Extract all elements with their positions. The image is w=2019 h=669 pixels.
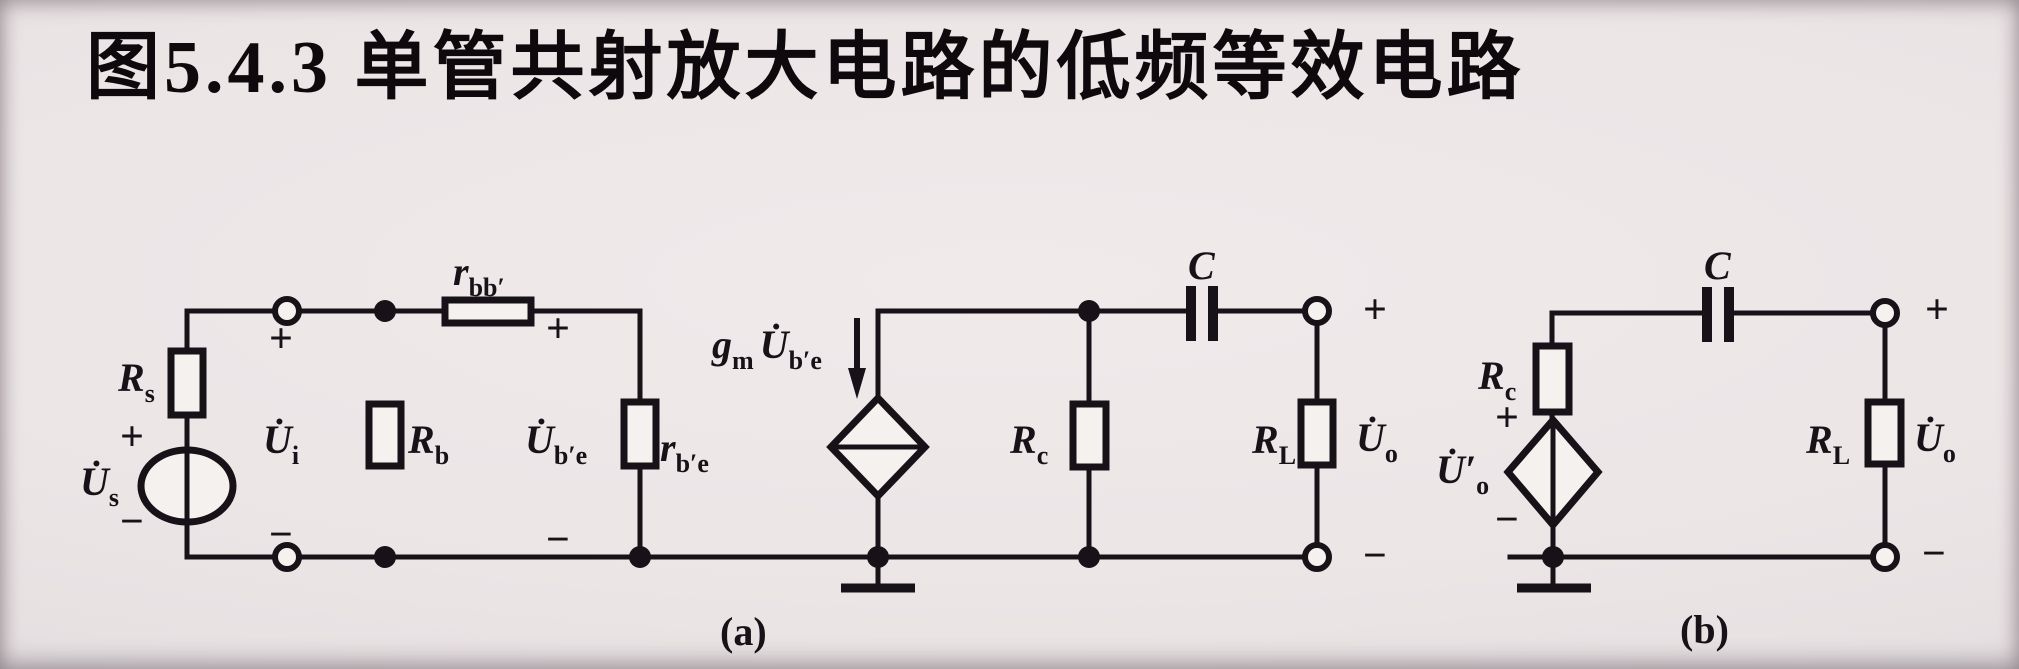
label-uo-prime: U̇′o [1436,447,1490,500]
junction-dot [374,300,396,322]
caption-b: (b) [1680,607,1729,652]
label-rbb: rbb′ [453,249,505,302]
resistor-rc-a [1069,400,1110,471]
label-uo-a: U̇o [1356,415,1398,468]
sign-minus-us: − [120,499,144,545]
label-us: U̇s [80,459,120,512]
terminal-output-bottom-b [1870,542,1900,572]
sign-plus-out-b: + [1925,287,1949,333]
resistor-rl-a [1297,398,1337,469]
gm-arrow-head [848,368,866,399]
sign-minus-ui: − [269,512,293,558]
junction-dot [374,546,396,568]
sign-plus-us: + [120,414,144,460]
sign-minus-out-a: − [1363,533,1387,579]
terminal-input-top [272,296,302,326]
label-rl-a: RL [1252,417,1297,470]
terminal-output-top-a [1302,296,1332,326]
label-rc-a: Rc [1010,417,1049,470]
resistor-rbe [620,398,660,470]
caption-a: (a) [720,609,767,654]
resistor-rc-b [1532,342,1573,416]
label-cap-b: C [1704,243,1731,288]
junction-dot [867,546,889,568]
terminal-output-top-b [1870,298,1900,328]
junction-dot [1078,546,1100,568]
sign-minus-uob: − [1495,497,1519,543]
label-rc-b: Rc [1478,353,1517,406]
terminal-output-bottom-a [1302,542,1332,572]
label-cap-a: C [1188,243,1215,288]
label-rs: Rs [118,355,155,408]
sign-plus-ube: + [546,306,570,352]
label-rb: Rb [408,417,450,470]
junction-dot [1542,546,1564,568]
resistor-rb [365,400,405,470]
figure-title: 图5.4.3 单管共射放大电路的低频等效电路 [86,27,1525,109]
label-ui: U̇i [263,417,300,470]
terminal-input-bottom [272,542,302,572]
label-rl-b: RL [1806,417,1851,470]
junction-dot [629,546,651,568]
junction-dot [1078,300,1100,322]
sign-plus-uob: + [1495,395,1519,441]
sign-plus-ui: + [269,316,293,362]
resistor-rbb [441,296,535,327]
label-uo-b: U̇o [1914,415,1956,468]
resistor-rs [167,347,207,419]
sign-minus-out-b: − [1922,531,1946,577]
label-rbe: rb′e [660,425,709,478]
sign-plus-out-a: + [1363,287,1387,333]
sign-minus-ube: − [546,517,570,563]
label-ube: U̇b′e [525,417,588,470]
resistor-rl-b [1864,398,1905,468]
